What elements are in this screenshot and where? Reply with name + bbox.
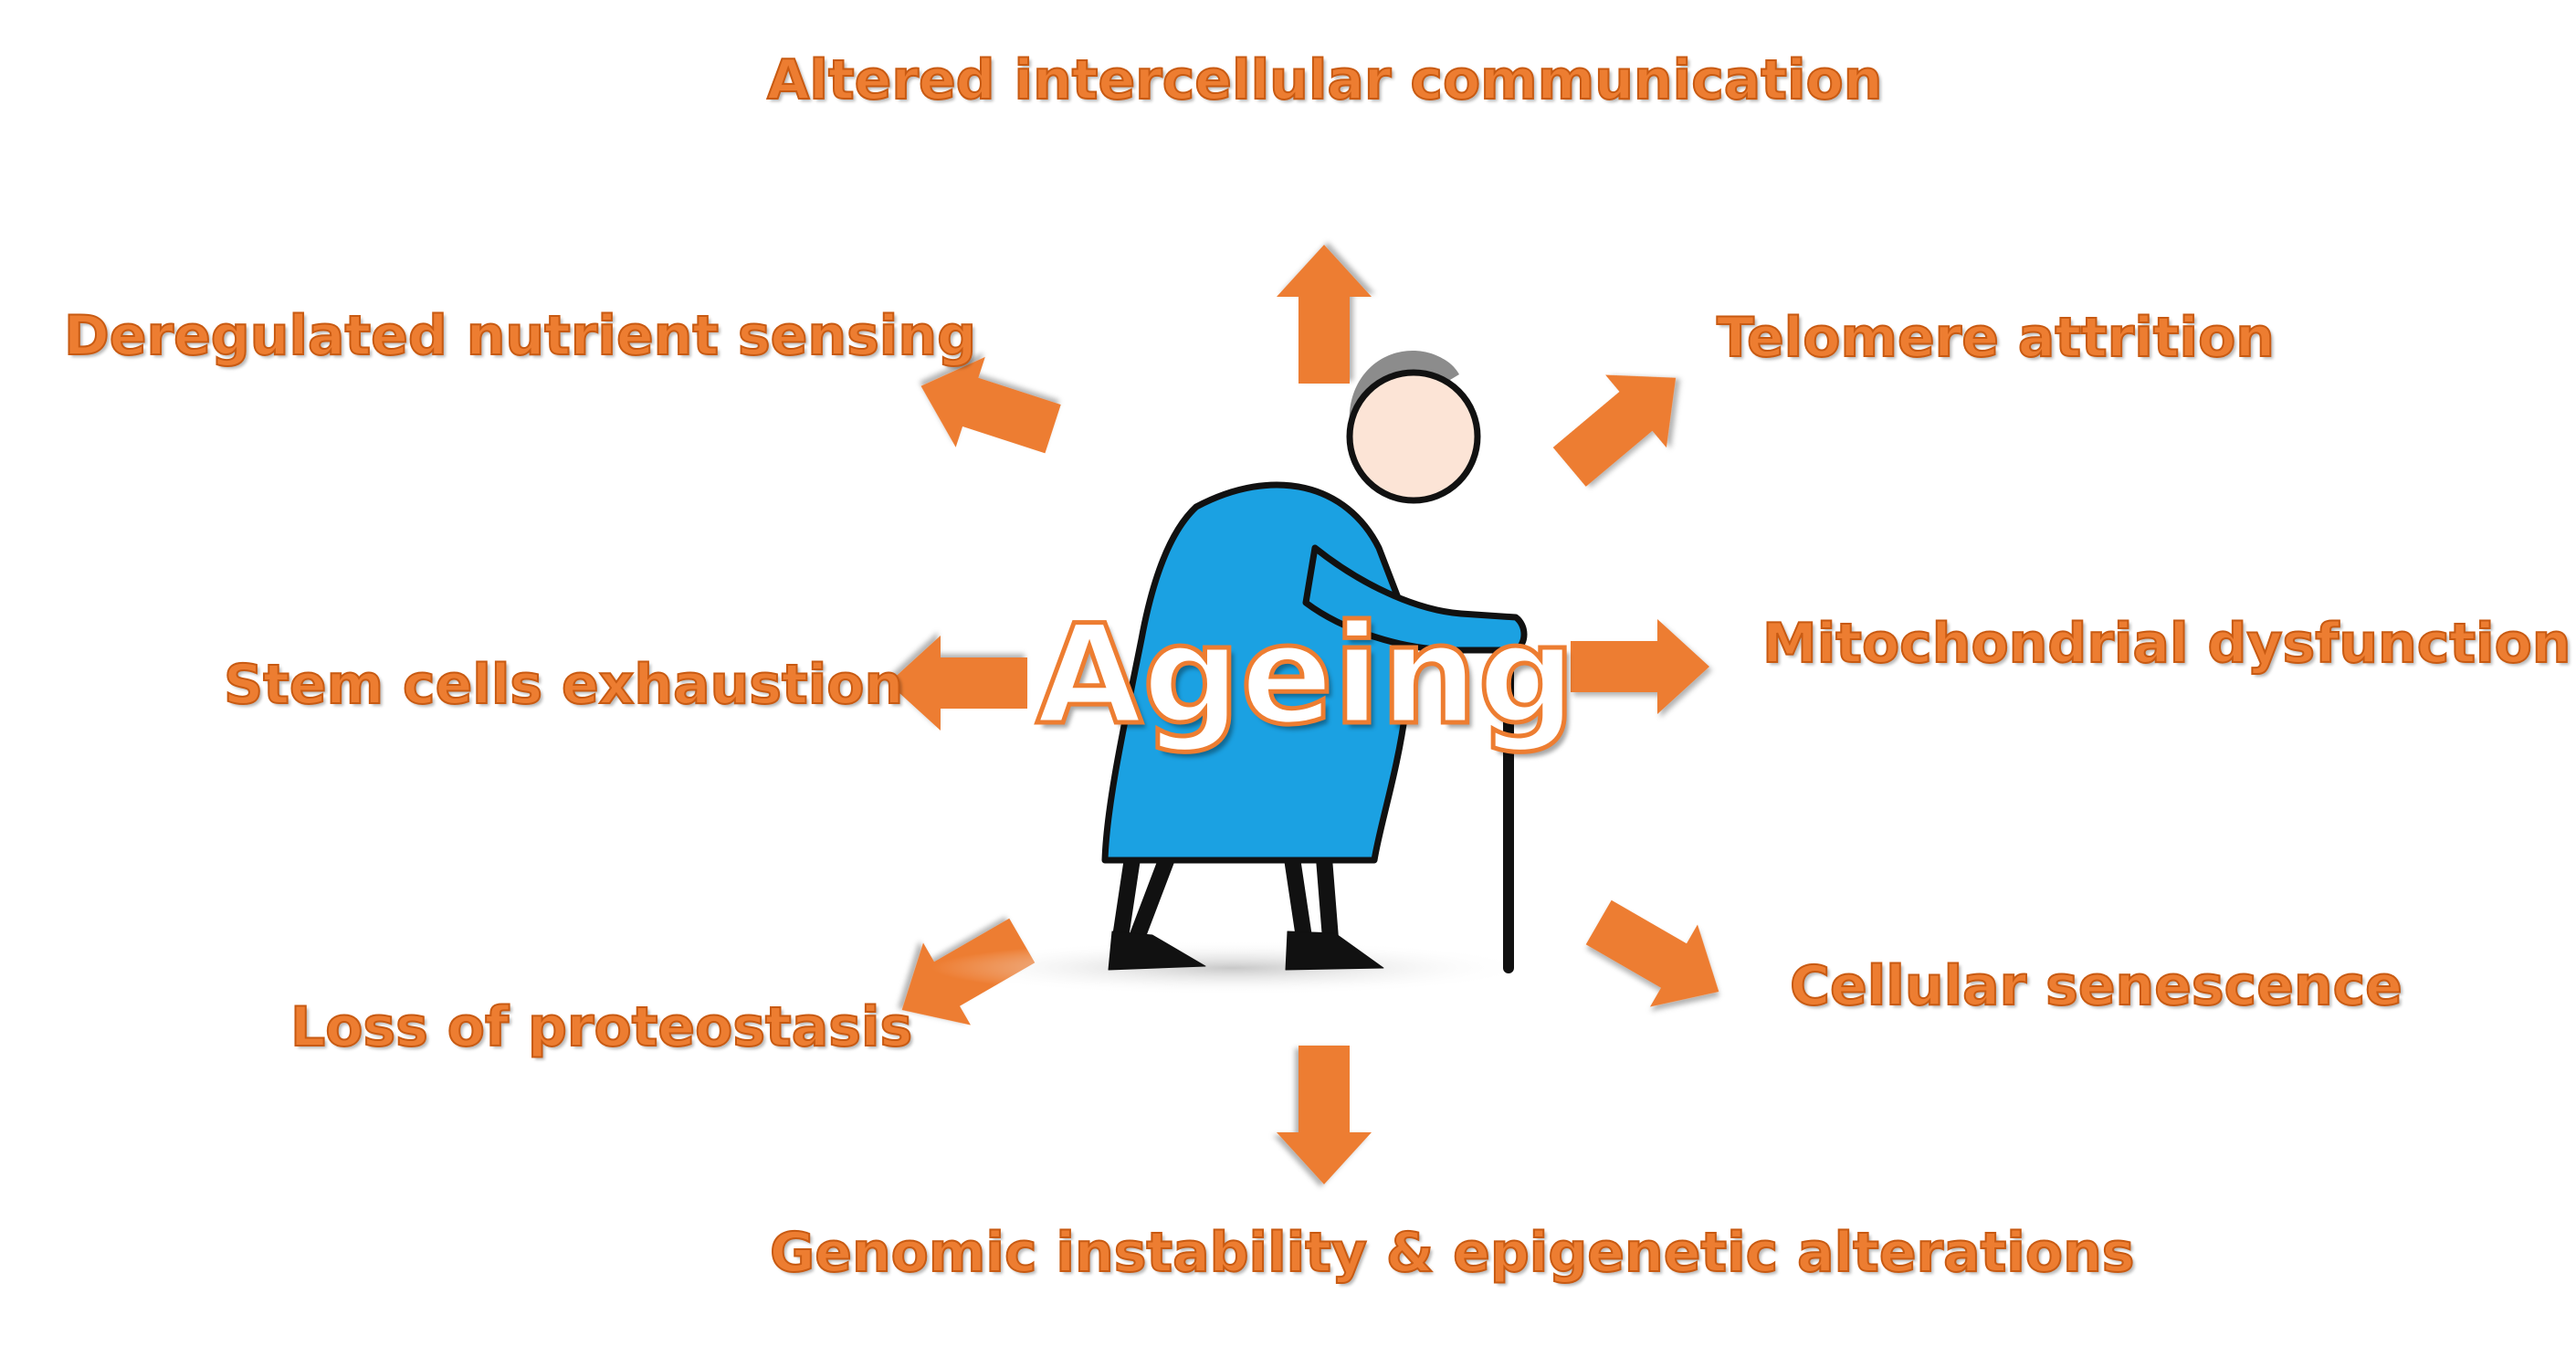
hallmark-label-lower-left: Loss of proteostasis (289, 995, 913, 1059)
hallmark-label-upper-left: Deregulated nutrient sensing (63, 304, 977, 368)
arrow-left (888, 636, 1027, 731)
center-label-ageing: Ageing (1035, 596, 1579, 755)
hallmark-label-right: Mitochondrial dysfunction (1761, 612, 2571, 676)
arrow-upper-left (920, 356, 1061, 454)
arrow-upper-right (1552, 374, 1677, 487)
arrow-up (1277, 245, 1372, 384)
arrow-right (1571, 619, 1709, 714)
arrow-down (1277, 1046, 1372, 1184)
hallmark-label-bottom: Genomic instability & epigenetic alterat… (769, 1221, 2135, 1285)
arrow-lower-right (1585, 899, 1719, 1007)
hallmark-label-lower-right: Cellular senescence (1789, 954, 2403, 1018)
hallmark-label-left: Stem cells exhaustion (223, 653, 904, 717)
elderly-woman-with-cane-icon (931, 351, 1534, 995)
hallmark-label-top: Altered intercellular communication (766, 48, 1883, 112)
hallmark-label-upper-right: Telomere attrition (1716, 306, 2276, 370)
